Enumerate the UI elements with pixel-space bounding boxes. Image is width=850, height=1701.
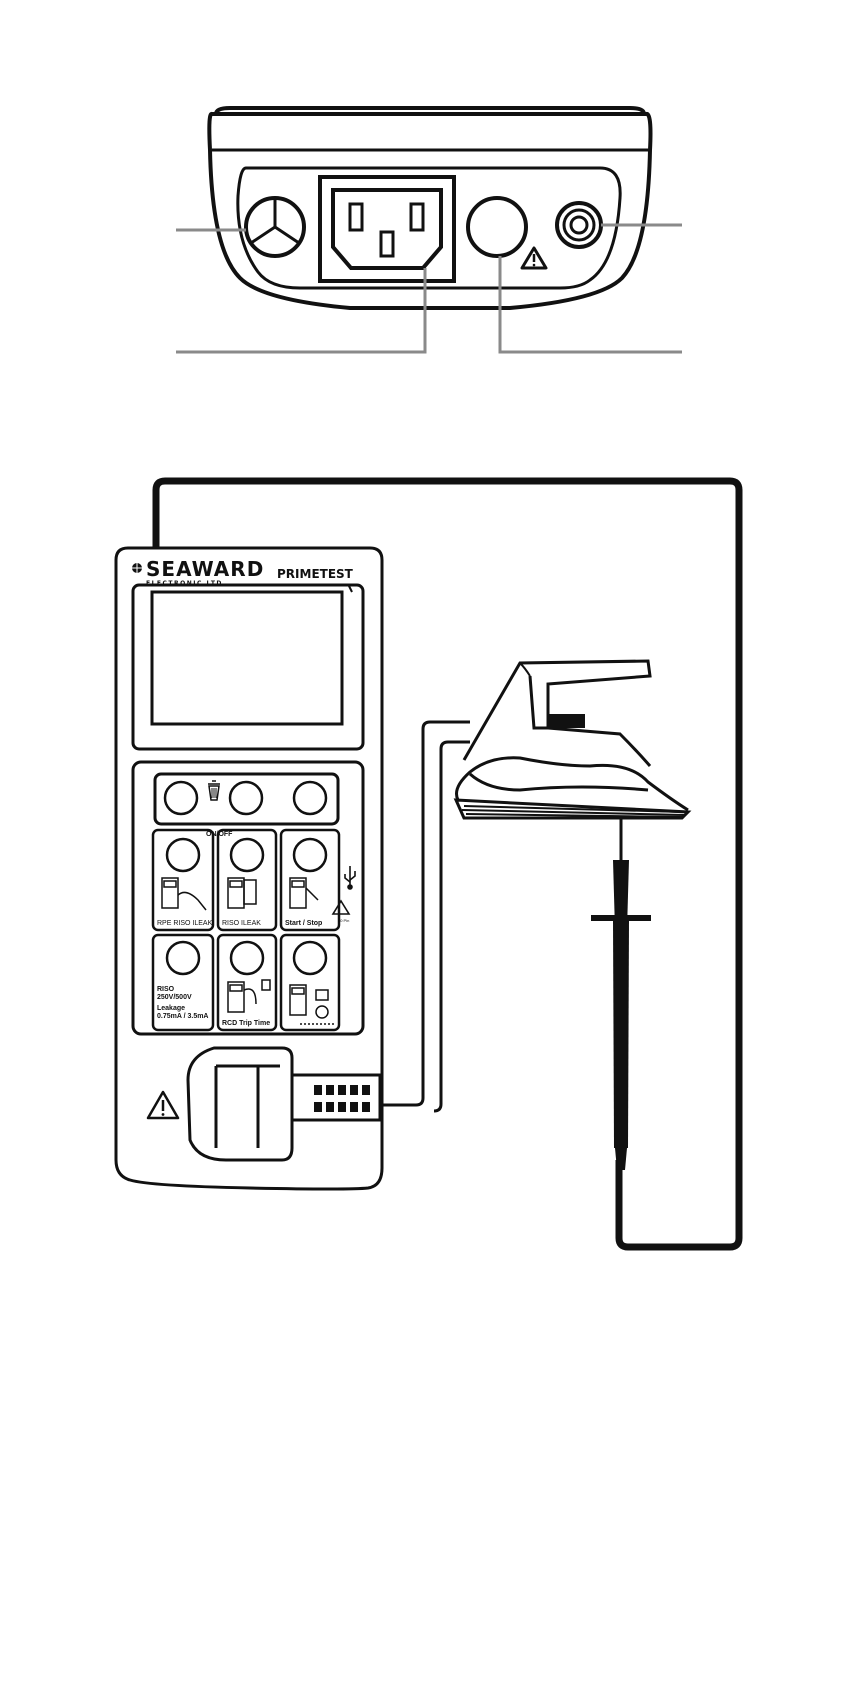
iron-handle — [462, 659, 652, 767]
iron-cable — [376, 720, 470, 1107]
iec-socket — [318, 175, 456, 283]
keypad-frame — [131, 760, 365, 1036]
pictogram-riso — [227, 877, 257, 909]
svg-text:PRIMETEST: PRIMETEST — [277, 567, 354, 581]
svg-text:Start / Stop: Start / Stop — [285, 920, 322, 927]
pictogram-start — [289, 877, 319, 909]
svg-text:RPE RISO ILEAK: RPE RISO ILEAK — [157, 920, 213, 927]
pictogram-rpe — [161, 877, 207, 911]
svg-text:0.75mA / 3.5mA: 0.75mA / 3.5mA — [157, 1013, 209, 1020]
key-rpe — [165, 837, 201, 873]
svg-text:Leakage: Leakage — [157, 1005, 185, 1012]
leader-line-iec — [176, 268, 427, 354]
probe-jack — [555, 201, 603, 249]
leader-line-button — [498, 256, 682, 354]
housing-outline — [207, 112, 653, 310]
iron-appliance — [376, 659, 692, 1113]
housing-top-face — [214, 106, 646, 115]
warning-small-icon — [331, 899, 351, 915]
svg-text:RCD Trip Time: RCD Trip Time — [222, 1020, 270, 1027]
key-riso — [229, 837, 265, 873]
iron-body — [455, 756, 689, 812]
earth-bond-lead — [152, 477, 743, 1251]
warning-triangle-icon — [520, 246, 548, 270]
key-insulation — [165, 940, 201, 976]
pictogram-socket — [289, 984, 334, 1025]
key-extra — [292, 940, 328, 976]
connector-panel-view — [176, 106, 682, 354]
lcd-display — [150, 590, 344, 726]
svg-text:ON/OFF: ON/OFF — [206, 831, 233, 838]
test-probe — [591, 812, 651, 1170]
svg-text:250V/500V: 250V/500V — [157, 994, 192, 1001]
svg-text:RISO: RISO — [157, 986, 175, 993]
key-rcd — [229, 940, 265, 976]
delete-icon — [208, 780, 220, 801]
mains-plug — [186, 1046, 382, 1162]
primetest-tester: SEAWARD ELECTRONIC LTD. PRIMETEST ON/OFF — [114, 546, 384, 1191]
plug-pins — [314, 1085, 370, 1112]
model-name: PRIMETEST — [277, 567, 354, 581]
seaward-logo: SEAWARD ELECTRONIC LTD. — [132, 557, 264, 587]
svg-text:30 Pin: 30 Pin — [338, 918, 349, 923]
key-top-1 — [163, 780, 199, 816]
key-start-stop — [292, 837, 328, 873]
round-indicator — [466, 196, 528, 258]
recessed-panel — [236, 166, 622, 290]
pictogram-rcd — [227, 979, 271, 1013]
tester-warning-icon — [146, 1090, 180, 1120]
usb-icon — [344, 866, 356, 890]
display-bezel — [131, 583, 365, 751]
key-top-3 — [292, 780, 328, 816]
probe-socket-3pin — [244, 196, 306, 258]
svg-text:RISO ILEAK: RISO ILEAK — [222, 920, 261, 927]
key-top-2 — [228, 780, 264, 816]
iron-thermostat — [547, 714, 585, 728]
svg-text:SEAWARD: SEAWARD — [146, 557, 264, 581]
leader-lines — [176, 223, 682, 354]
